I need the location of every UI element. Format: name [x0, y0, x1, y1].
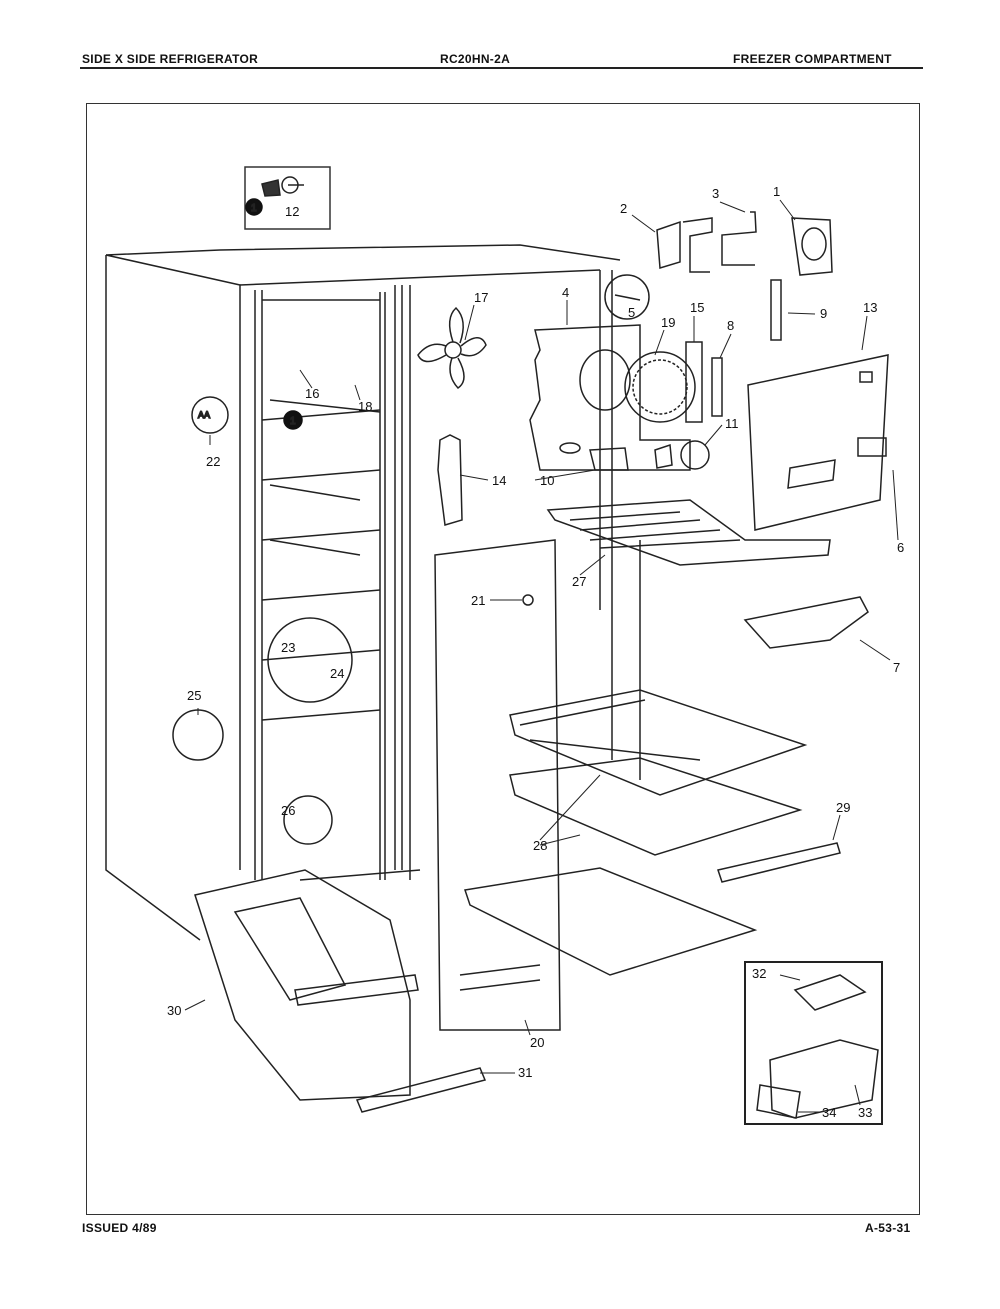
ice-bin-inset [744, 961, 883, 1125]
lamp-socket [589, 447, 629, 471]
header-section-title: FREEZER COMPARTMENT [733, 52, 892, 66]
evaporator-cover [529, 324, 691, 471]
callout-14: 14 [492, 473, 506, 488]
part-31-strip [355, 1067, 487, 1113]
callout-2: 2 [620, 201, 627, 216]
callout-31: 31 [518, 1065, 532, 1080]
part-5-detail-circle [604, 274, 650, 320]
callout-29: 29 [836, 800, 850, 815]
part-7-tray [743, 596, 869, 649]
callout-15: 15 [690, 300, 704, 315]
callout-9: 9 [820, 306, 827, 321]
callout-30: 30 [167, 1003, 181, 1018]
footer-issue-date: ISSUED 4/89 [82, 1221, 157, 1235]
part-28-shelves [464, 689, 808, 976]
fan-shroud [624, 351, 696, 423]
part-20-back-panel [434, 539, 561, 1031]
part-12-badge: 1 [251, 203, 257, 214]
callout-25: 25 [187, 688, 201, 703]
callout-27: 27 [572, 574, 586, 589]
callout-7: 7 [893, 660, 900, 675]
leader-lines [184, 199, 899, 1113]
part-13-panel [747, 354, 889, 531]
callout-26: 26 [281, 803, 295, 818]
callout-17: 17 [474, 290, 488, 305]
callout-32: 32 [752, 966, 766, 981]
callout-10: 10 [540, 473, 554, 488]
part-14-bracket [437, 434, 463, 526]
callout-18: 18 [358, 399, 372, 414]
detail-circle-22: AA 1 [191, 396, 303, 434]
callout-23: 23 [281, 640, 295, 655]
callout-22: 22 [206, 454, 220, 469]
detail-circle-26 [283, 795, 333, 845]
detail-circle-25 [172, 709, 224, 761]
callout-5: 5 [628, 305, 635, 320]
part-1-light-shield [791, 217, 833, 276]
detail-circle-23-24 [267, 617, 353, 703]
footer-page-code: A-53-31 [865, 1221, 911, 1235]
callout-28: 28 [533, 838, 547, 853]
part-22-badge: 1 [290, 416, 296, 427]
part-3-bracket [721, 211, 757, 266]
part-22-label: AA [198, 410, 210, 420]
part-9-strip [770, 279, 782, 341]
callout-labels: 1 2 3 4 5 6 7 8 9 10 11 12 13 14 15 16 1… [167, 184, 904, 1120]
callout-4: 4 [562, 285, 569, 300]
callout-12: 12 [285, 204, 299, 219]
part-27-shelf [546, 499, 831, 566]
part-29-strip [717, 842, 841, 883]
part-8-strip [711, 357, 723, 417]
callout-33: 33 [858, 1105, 872, 1120]
callout-13: 13 [863, 300, 877, 315]
callout-11: 11 [725, 416, 739, 431]
fan-blade [417, 306, 487, 389]
cabinet-body [105, 244, 641, 941]
callout-21: 21 [471, 593, 485, 608]
header-rule [80, 67, 923, 69]
callout-24: 24 [330, 666, 344, 681]
callout-19: 19 [661, 315, 675, 330]
header-model-number: RC20HN-2A [440, 52, 511, 66]
callout-20: 20 [530, 1035, 544, 1050]
callout-8: 8 [727, 318, 734, 333]
callout-16: 16 [305, 386, 319, 401]
part-30-bin [194, 869, 419, 1101]
callout-6: 6 [897, 540, 904, 555]
callout-3: 3 [712, 186, 719, 201]
callout-1: 1 [773, 184, 780, 199]
part-2-housing [656, 217, 713, 273]
diagram-frame [86, 103, 920, 1215]
header-product-type: SIDE X SIDE REFRIGERATOR [82, 52, 259, 66]
callout-34: 34 [822, 1105, 836, 1120]
light-bulb [654, 440, 710, 470]
part-12-inset: 1 [244, 166, 331, 230]
